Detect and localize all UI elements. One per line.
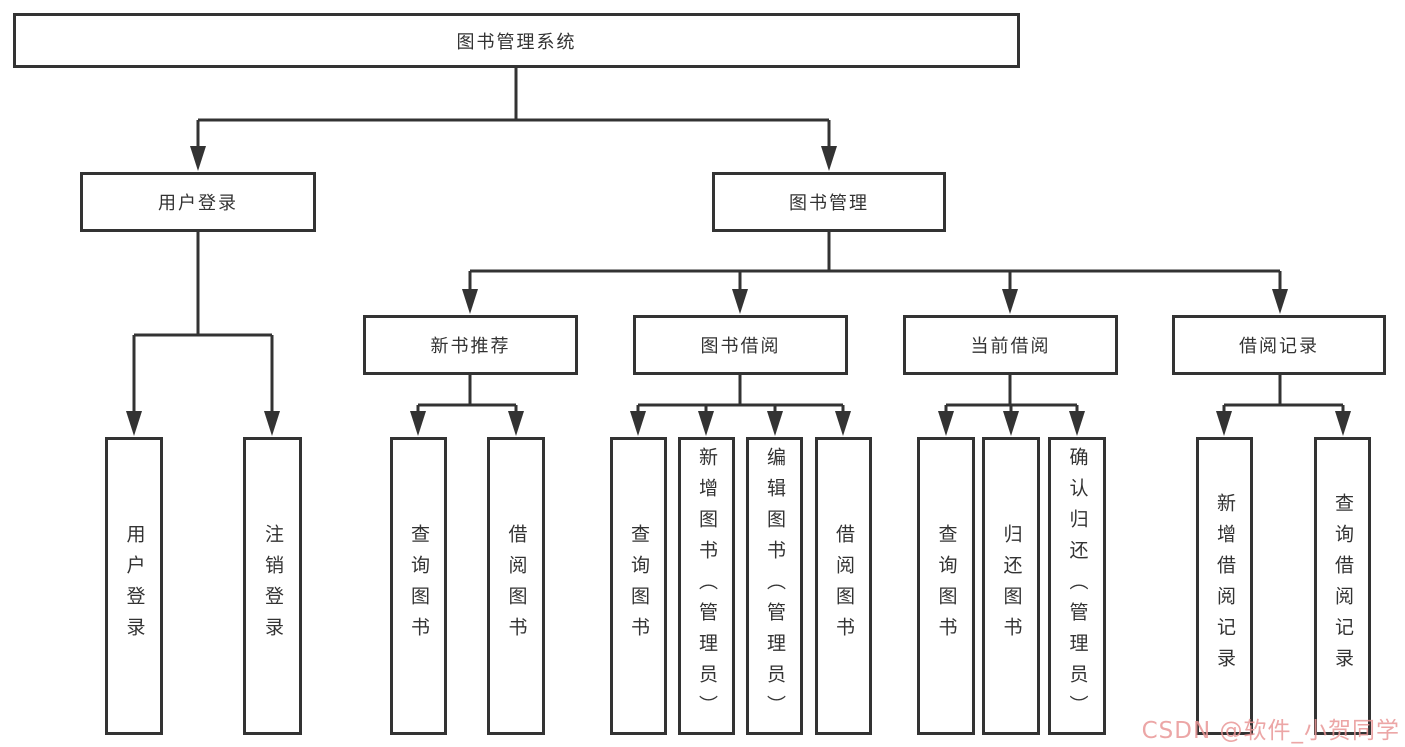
node-book-borrowing: 图书借阅 [633, 315, 848, 375]
node-current-borrowing: 当前借阅 [903, 315, 1118, 375]
leaf-return-books: 归还图书 [982, 437, 1040, 735]
leaf-query-books-recommend: 查询图书 [390, 437, 447, 735]
leaf-query-borrow-record: 查询借阅记录 [1314, 437, 1371, 735]
leaf-user-login: 用户登录 [105, 437, 163, 735]
node-book-management: 图书管理 [712, 172, 946, 232]
leaf-edit-books-admin: 编辑图书（管理员） [746, 437, 803, 735]
arrowhead-icons [126, 146, 1351, 436]
node-new-book-recommendation: 新书推荐 [363, 315, 578, 375]
node-user-login: 用户登录 [80, 172, 316, 232]
node-borrowing-records: 借阅记录 [1172, 315, 1386, 375]
node-library-system: 图书管理系统 [13, 13, 1020, 68]
leaf-query-books-current: 查询图书 [917, 437, 975, 735]
leaf-add-books-admin: 新增图书（管理员） [678, 437, 735, 735]
leaf-query-books-borrowing: 查询图书 [610, 437, 667, 735]
leaf-borrow-books-borrowing: 借阅图书 [815, 437, 872, 735]
leaf-borrow-books-recommend: 借阅图书 [487, 437, 545, 735]
leaf-logout: 注销登录 [243, 437, 302, 735]
leaf-add-borrow-record: 新增借阅记录 [1196, 437, 1253, 735]
leaf-confirm-return-admin: 确认归还（管理员） [1048, 437, 1106, 735]
watermark: CSDN @软件_小贺同学 [1141, 718, 1400, 744]
